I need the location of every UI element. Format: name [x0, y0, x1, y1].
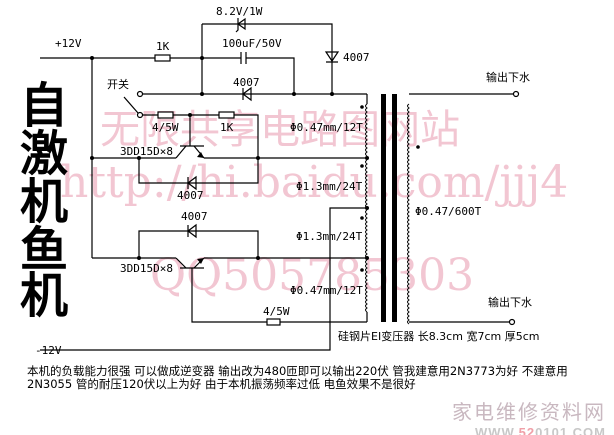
label: 输出下水: [486, 70, 530, 84]
label: 硅钢片EI变压器 长8.3cm 宽7cm 厚5cm: [338, 329, 539, 343]
label: Φ0.47mm/12T: [290, 284, 363, 297]
diode-4007-bottom-loop: [187, 223, 197, 239]
resistor-4-5w-bottom: [266, 318, 281, 326]
diode-4007-right: [324, 51, 340, 63]
brand-url-post: 0101.COM: [535, 425, 606, 435]
resistor-1k: [154, 54, 171, 62]
label: Φ1.3mm/24T: [296, 230, 363, 243]
emitter-arrow: [197, 152, 204, 158]
brand-cn: 家电维修资料网: [452, 400, 606, 424]
title-char: 机: [20, 268, 68, 324]
transformer-windings: [365, 103, 410, 325]
capacitor: [240, 52, 247, 64]
transformer-core: [392, 94, 397, 322]
switch-pivot[interactable]: [136, 111, 144, 119]
wires: [40, 23, 514, 351]
diodes: [187, 17, 340, 239]
label: 8.2V/1W: [216, 5, 263, 18]
brand-url: WWW.520101.COM: [452, 425, 606, 435]
components: [136, 54, 520, 326]
label: 3DD15D×8: [120, 145, 173, 158]
label: 4/5W: [152, 121, 179, 134]
brand-logo: 家电维修资料网 WWW.520101.COM: [452, 396, 606, 435]
title-char: 鱼: [20, 222, 68, 278]
output-terminal-top: [512, 90, 520, 98]
label: 3DD15D×8: [120, 262, 173, 275]
label: Φ0.47/600T: [415, 205, 482, 218]
label: Φ0.47mm/12T: [290, 121, 363, 134]
title-char: 激: [20, 126, 68, 182]
neg-supply-label: -12V: [35, 344, 62, 357]
zener-diode: [235, 17, 246, 33]
junction-dots: [90, 56, 420, 272]
label: 4007: [177, 189, 204, 202]
resistor-1k-mid: [218, 111, 235, 119]
pos-supply-label: +12V: [55, 37, 82, 50]
label: 4007: [343, 51, 370, 64]
switch-contact[interactable]: [136, 90, 144, 98]
label: 4/5W: [263, 305, 290, 318]
diode-4007-mid: [242, 86, 252, 102]
brand-url-pre: WWW.: [474, 425, 519, 435]
title-char: 自: [20, 78, 68, 134]
output-terminal-bottom: [508, 318, 516, 326]
label: 4007: [181, 210, 208, 223]
label: 输出下水: [488, 295, 532, 309]
description-text: 本机的负载能力很强 可以做成逆变器 输出改为480匝即可以输出220伏 管我建意…: [27, 364, 568, 391]
switch-label: 开关: [107, 77, 129, 91]
label: 100uF/50V: [222, 37, 282, 50]
label: 1K: [156, 40, 170, 53]
brand-url-hl: 52: [518, 425, 536, 435]
labels: +12V -12V 1K 8.2V/1W 100uF/50V 4007 4007…: [35, 5, 539, 357]
label: 1K: [220, 121, 234, 134]
resistor-4-5w: [157, 111, 174, 119]
emitter-arrow: [197, 258, 204, 264]
transformer-core: [381, 94, 386, 322]
title-vertical: 自 激 机 鱼 机: [20, 78, 68, 324]
label: 4007: [233, 76, 260, 89]
title-char: 机: [20, 174, 68, 230]
label: Φ1.3mm/24T: [296, 180, 363, 193]
diode-4007-top-loop: [187, 175, 197, 191]
